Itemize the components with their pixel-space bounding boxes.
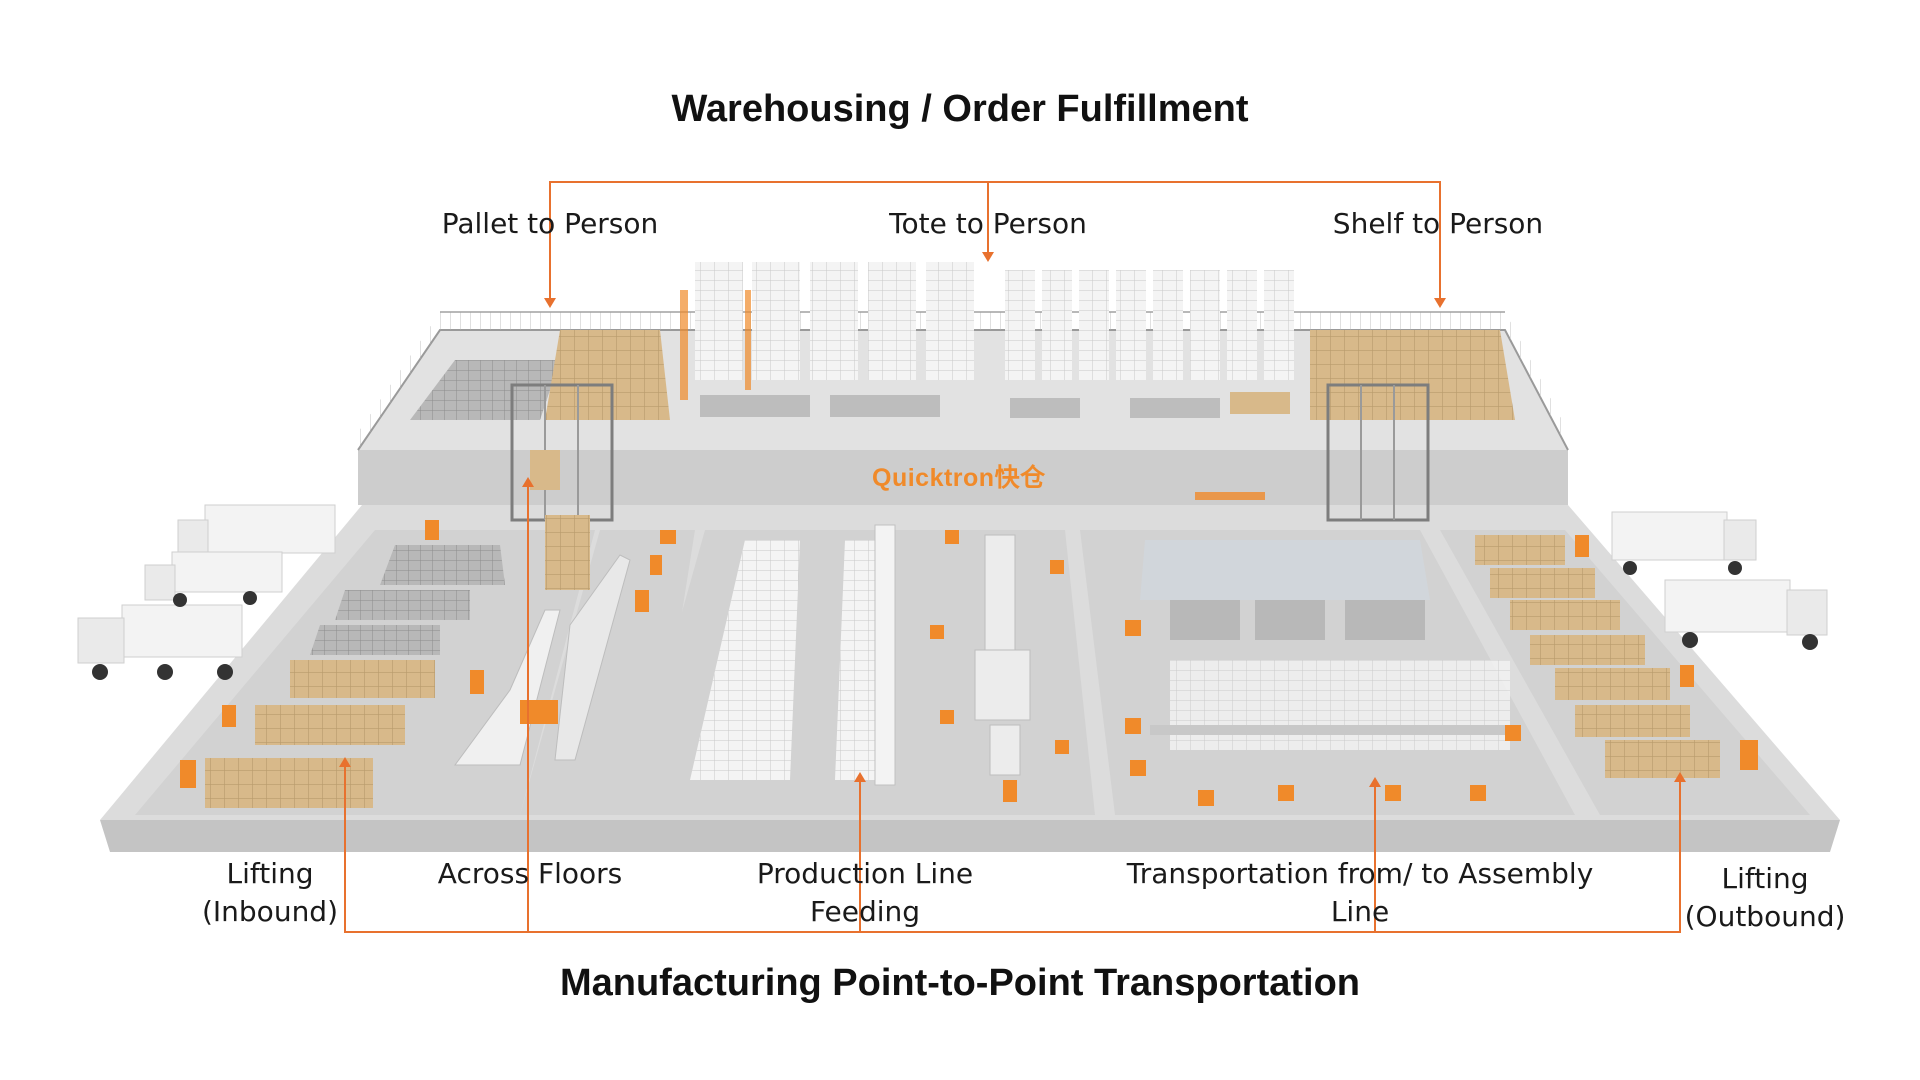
- arrow-across: [522, 477, 534, 487]
- label-pallet-to-person: Pallet to Person: [441, 207, 659, 240]
- title-manufacturing: Manufacturing Point-to-Point Transportat…: [559, 962, 1361, 1004]
- arrow-tote: [982, 252, 994, 262]
- connectors-bottom: [344, 485, 1681, 933]
- production-line: [660, 524, 1069, 802]
- label-across-floors: Across Floors: [437, 857, 623, 890]
- title-warehousing: Warehousing / Order Fulfillment: [671, 88, 1249, 130]
- label-transportation-assembly: Transportation from/ to Assembly Line: [1126, 857, 1594, 928]
- connectors-bottom-arrows: [339, 477, 1686, 787]
- label-shelf-to-person: Shelf to Person: [1332, 207, 1544, 240]
- assembly-line: [1125, 492, 1521, 806]
- connectors-top-arrows: [544, 252, 1446, 308]
- shelf-racks: [1005, 270, 1294, 380]
- workstations-mezzanine: [700, 392, 1290, 418]
- label-lifting-outbound-line1: Lifting: [1721, 862, 1809, 895]
- elevator-right: [1326, 383, 1430, 522]
- trucks-outbound: [1611, 511, 1828, 650]
- trucks-inbound: [77, 504, 336, 680]
- inbound-goods: [180, 520, 505, 808]
- arrow-production: [854, 772, 866, 782]
- connectors-top: [549, 181, 1441, 300]
- across-floors-goods: [454, 515, 662, 766]
- outbound-goods: [1475, 535, 1758, 778]
- elevator-left: [510, 383, 614, 522]
- arrow-lifting-in: [339, 757, 351, 767]
- label-lifting-inbound-line1: Lifting: [226, 857, 314, 890]
- label-lifting-inbound: Lifting (Inbound): [190, 855, 350, 931]
- arrow-shelf: [1434, 298, 1446, 308]
- label-tote-to-person: Tote to Person: [889, 207, 1087, 240]
- label-lifting-inbound-line2: (Inbound): [201, 895, 339, 928]
- label-lifting-outbound-line2: (Outbound): [1684, 900, 1846, 933]
- tote-racks: [680, 262, 974, 400]
- arrow-pallet: [544, 298, 556, 308]
- label-production-line-feeding: Production Line Feeding: [756, 857, 974, 928]
- arrow-transport: [1369, 777, 1381, 787]
- brand-logo: Quicktron快仓: [872, 464, 1046, 492]
- arrow-lifting-out: [1674, 772, 1686, 782]
- label-lifting-outbound: Lifting (Outbound): [1680, 860, 1850, 936]
